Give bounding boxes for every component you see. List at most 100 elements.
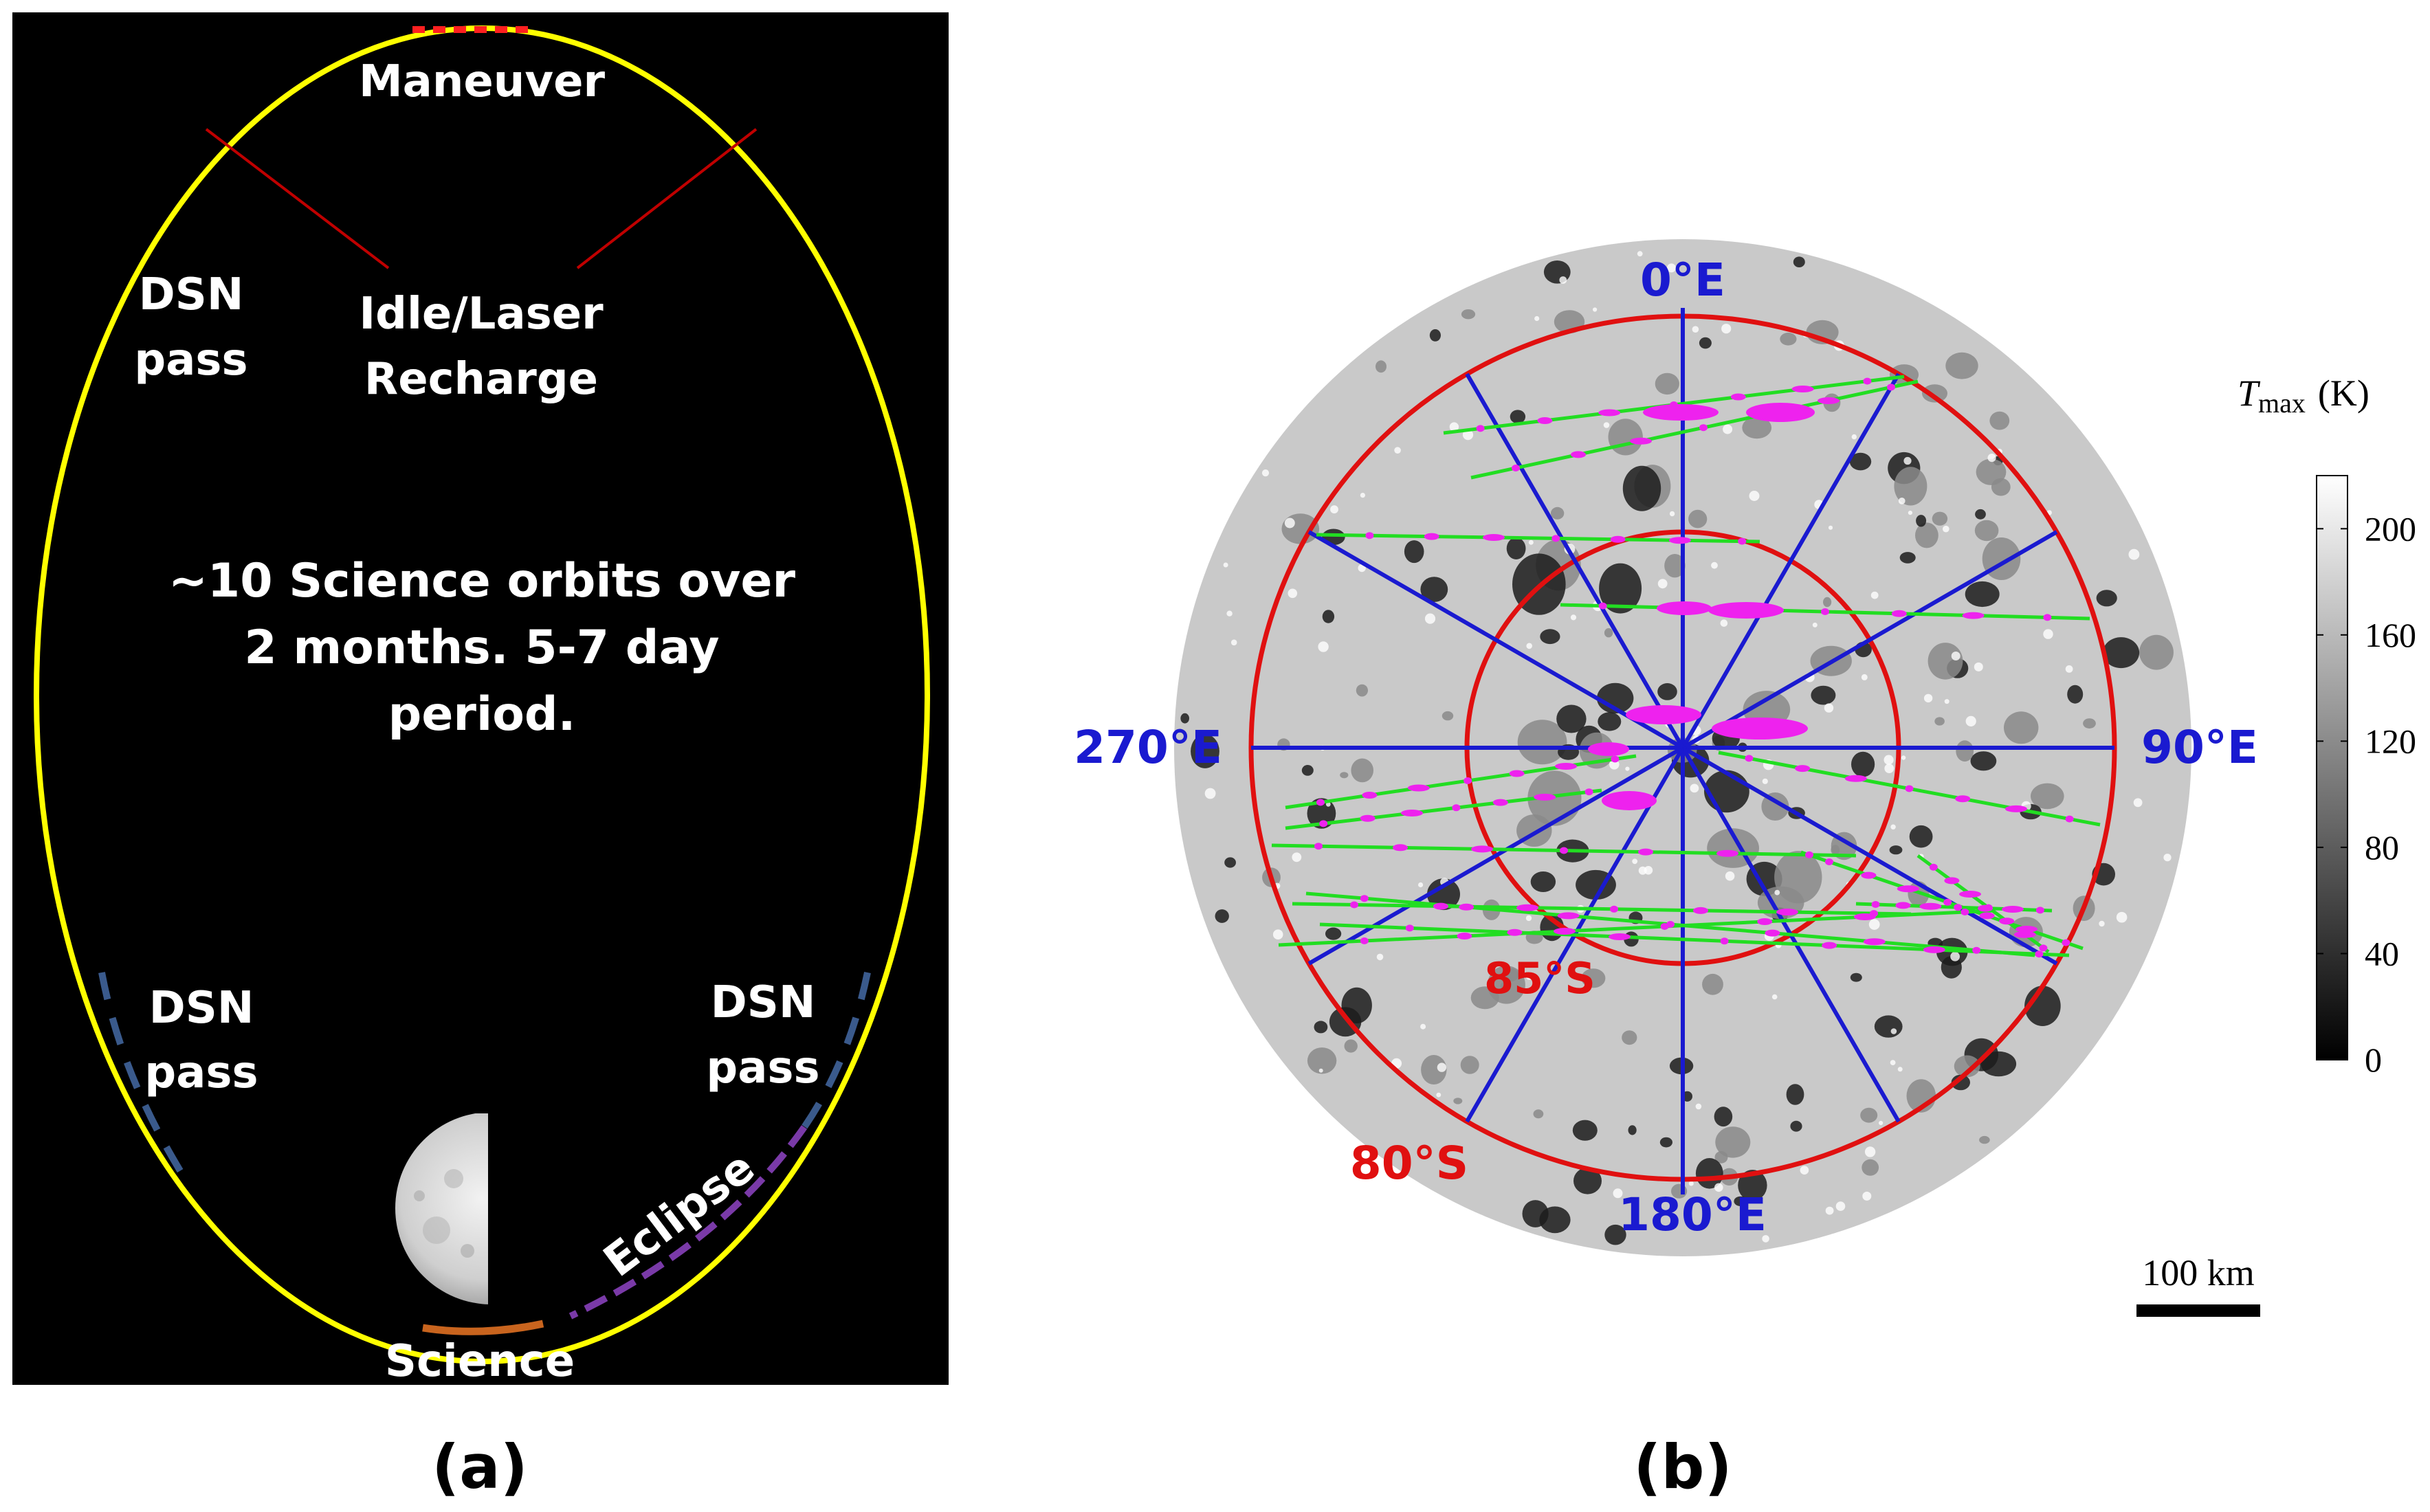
surface-highlight [1669,511,1675,517]
surface-highlight [1974,662,1983,671]
surface-highlight [1625,766,1630,771]
surface-highlight [1204,788,1216,799]
colorbar-tick-label: 80 [2365,828,2399,867]
surface-highlight [1864,1146,1876,1157]
footprint [1424,533,1439,540]
surface-highlight [1437,1063,1447,1072]
crater [1850,972,1862,982]
crater [1599,563,1642,614]
surface-highlight [1762,1235,1769,1243]
divider-right [576,128,758,269]
footprint [1360,895,1369,902]
crater [1598,712,1622,731]
footprint [2043,614,2052,621]
label-idle-line2: Recharge [364,354,598,405]
surface-highlight [1657,579,1668,589]
surface-highlight [1723,424,1733,434]
footprint [1818,397,1840,404]
footprint [1492,799,1508,806]
crater [1823,597,1832,608]
surface-highlight [1695,1103,1702,1110]
surface-highlight [1898,498,1906,504]
surface-highlight [1879,1120,1884,1126]
crater [1344,1039,1358,1053]
footprint [1897,885,1919,893]
crater [1975,509,1986,520]
label-dsn-left-line1: DSN [149,983,254,1034]
crater [1916,515,1927,527]
surface-highlight [1749,491,1760,501]
footprint [1407,784,1430,792]
footprint [1509,770,1525,777]
label-dsn-right-line1: DSN [711,977,816,1028]
surface-highlight [1825,1206,1834,1215]
crater [1928,643,1963,680]
footprint [1871,901,1880,908]
surface-highlight [1862,1191,1872,1201]
surface-highlight [1711,562,1718,569]
crater [1915,522,1939,548]
footprint [1923,946,1945,953]
surface-highlight [1360,493,1365,498]
footprint-cluster [1626,705,1701,724]
surface-highlight [1908,511,1912,515]
footprint-cluster [1602,791,1657,810]
footprint [1571,451,1586,458]
footprint [1609,933,1631,940]
meridian-line [1465,373,1685,749]
crater [1849,452,1872,471]
label-lat-85s: 85°S [1484,953,1595,1003]
surface-highlight [1525,915,1532,922]
crater [1862,1159,1879,1176]
surface-highlight [1951,652,1960,660]
footprint [1610,905,1618,913]
dsn-segment-left [98,972,184,1174]
surface-highlight [1534,315,1540,322]
footprint [1512,465,1520,471]
footprint [1795,765,1811,772]
surface-highlight [1965,715,1976,726]
colorbar-title: Tmax(K) [2238,373,2370,419]
surface-highlight [1721,324,1732,334]
crater [1604,1224,1626,1245]
surface-highlight [2163,854,2172,862]
crater [1470,986,1499,1010]
crater [1811,685,1836,705]
surface-highlight [1526,643,1532,649]
meridian-line [1681,530,2058,750]
surface-highlight [1884,755,1894,765]
footprint [1716,849,1738,857]
footprint [1393,844,1408,852]
crater [1215,909,1229,923]
caption-b: (b) [1633,1432,1732,1502]
crater [1429,329,1441,342]
crater [1702,973,1723,995]
surface-highlight [1720,619,1728,627]
colorbar-gradient [2316,475,2348,1060]
crater [1506,537,1526,559]
footprint [1972,946,1981,954]
label-summary-line2: 2 months. 5-7 day [244,621,719,675]
footprint [2062,939,2070,946]
crater [1530,871,1556,892]
footprint-cluster [1588,742,1629,756]
footprint-cluster [1643,404,1719,421]
dsn-segment-right [801,971,871,1129]
crater [1517,720,1567,765]
crater [1956,740,1974,762]
label-dsn-top-line2: pass [134,335,247,386]
label-lon-270e: 270°E [1074,721,1222,774]
footprint [1405,924,1414,932]
footprint [1962,612,1985,619]
surface-highlight [1394,447,1401,454]
crater [1664,554,1686,578]
crater [1556,704,1587,733]
crater [1307,1047,1337,1074]
surface-highlight [1261,469,1270,477]
panel-b: 0°E 90°E 180°E 270°E 85°S 80°S Tmax(K) 2… [1074,239,2416,1317]
footprint [1365,532,1374,540]
crater [1874,1015,1903,1038]
surface-highlight [1449,422,1459,432]
surface-highlight [1800,1166,1809,1175]
crater [1970,751,1997,771]
